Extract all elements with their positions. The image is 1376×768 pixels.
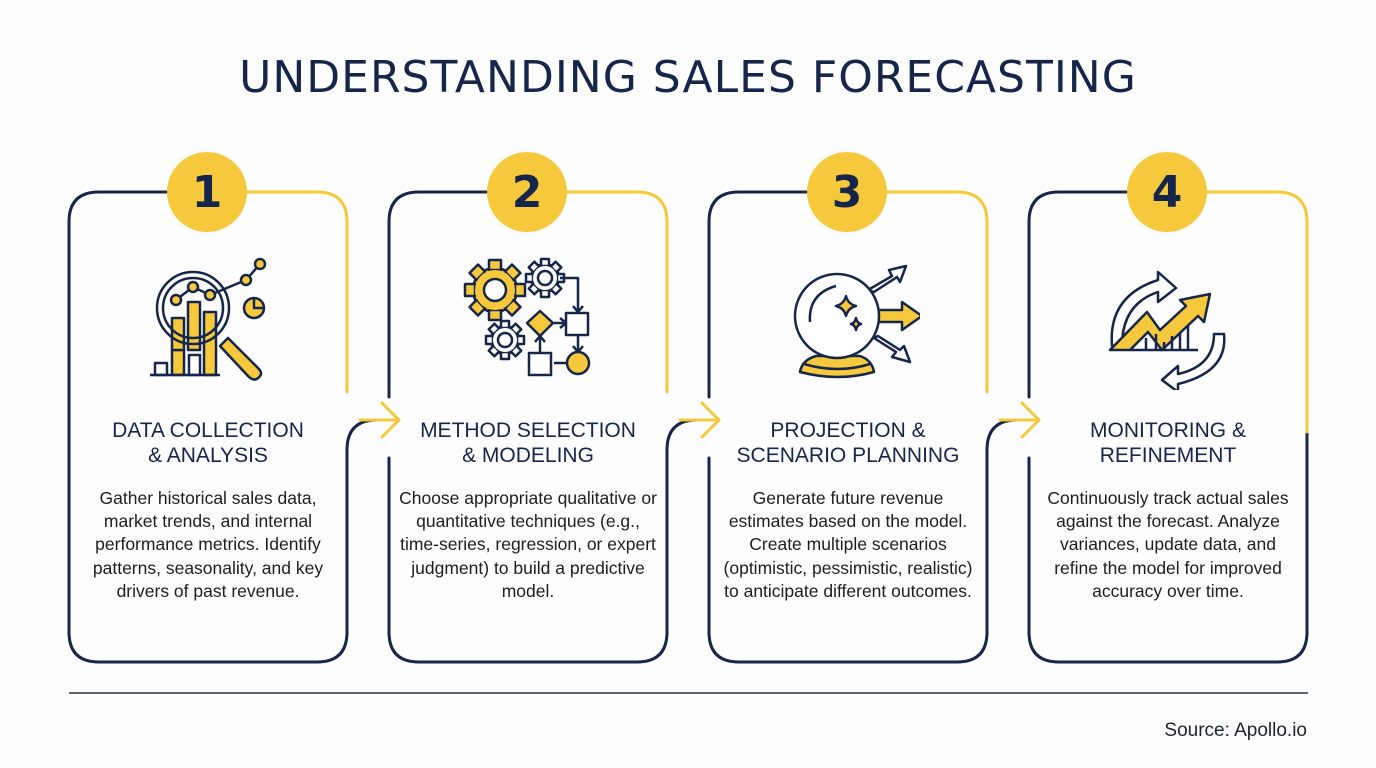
footer-divider [69, 692, 1308, 694]
step-4-title-line2: REFINEMENT [1099, 444, 1237, 467]
step-2-description: Choose appropriate qualitative or quanti… [399, 488, 657, 601]
step-4-title: MONITORING & REFINEMENT [1038, 418, 1298, 468]
step-2-title-line1: METHOD SELECTION [420, 419, 636, 442]
step-4-number-badge: 4 [1127, 152, 1207, 232]
crystal-ball-arrows-icon [793, 264, 920, 379]
step-1-description: Gather historical sales data, market tre… [92, 488, 324, 601]
step-3-number-badge: 3 [807, 152, 887, 232]
page-title: UNDERSTANDING SALES FORECASTING [239, 52, 1137, 103]
step-1-title: DATA COLLECTION & ANALYSIS [78, 418, 338, 468]
gears-flowchart-icon [463, 257, 591, 377]
step-3-description: Generate future revenue estimates based … [723, 488, 973, 601]
step-4-description: Continuously track actual sales against … [1047, 488, 1289, 601]
step-2-title-line2: & MODELING [462, 444, 594, 467]
step-3-title-line1: PROJECTION & [770, 419, 926, 442]
step-3-title-line2: SCENARIO PLANNING [736, 444, 960, 467]
source-credit: Source: Apollo.io [1164, 720, 1307, 741]
step-1-number-badge: 1 [167, 152, 247, 232]
step-3-title: PROJECTION & SCENARIO PLANNING [718, 418, 978, 468]
magnifier-chart-icon [150, 257, 267, 381]
step-2-number-badge: 2 [487, 152, 567, 232]
step-1-title-line2: & ANALYSIS [148, 444, 268, 467]
step-4-title-line1: MONITORING & [1090, 419, 1246, 442]
step-2-title: METHOD SELECTION & MODELING [398, 418, 658, 468]
step-1-title-line1: DATA COLLECTION [112, 419, 304, 442]
cycle-trend-arrow-icon [1108, 270, 1226, 390]
